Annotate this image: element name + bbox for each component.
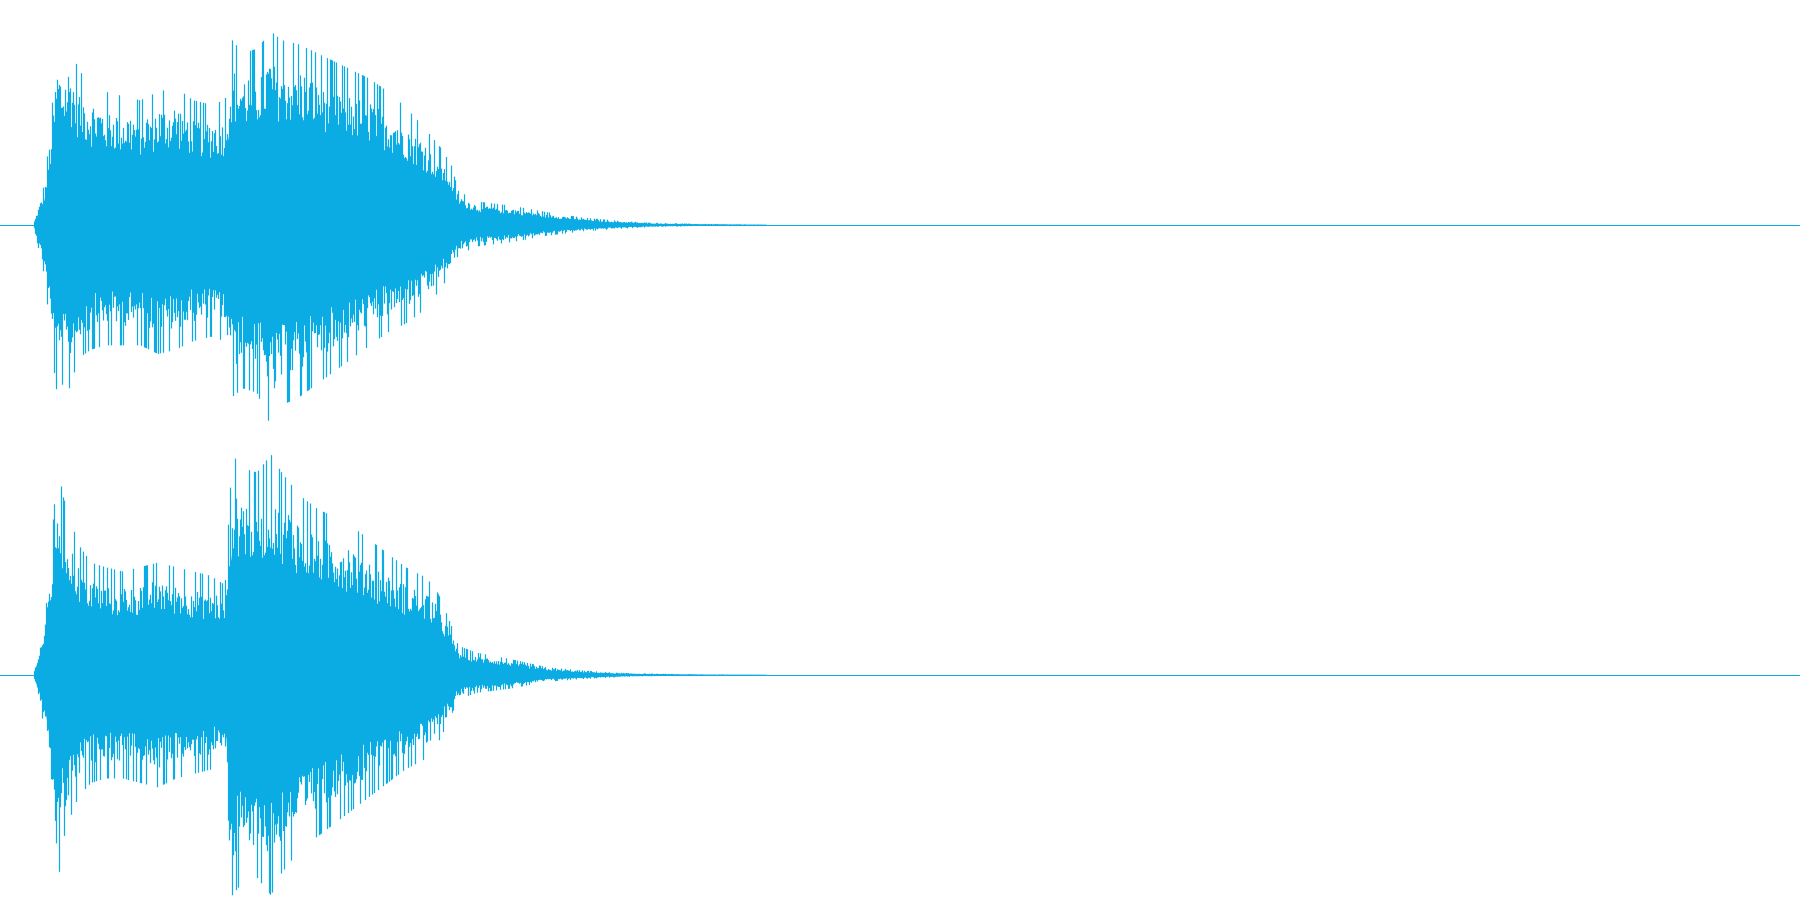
waveform-channel-2 <box>0 455 1800 896</box>
waveform-core <box>34 553 767 796</box>
waveform-channel-1 <box>0 33 1800 421</box>
waveform-core <box>34 119 767 336</box>
